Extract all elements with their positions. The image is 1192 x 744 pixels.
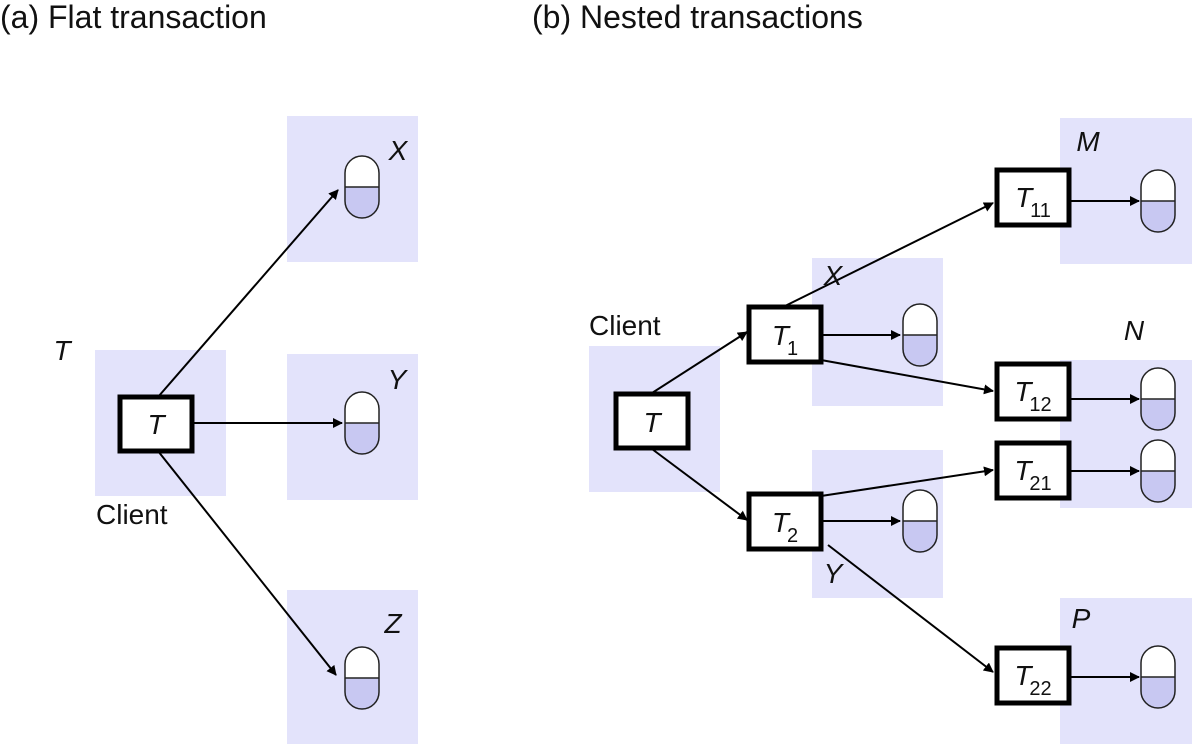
subtransaction-t21-box bbox=[994, 440, 1072, 501]
database-icon bbox=[1140, 169, 1176, 233]
flat-arrow-to-z bbox=[157, 450, 337, 676]
database-icon bbox=[1140, 367, 1176, 431]
nested-server-x-label: X bbox=[823, 260, 844, 291]
nested-title: (b) Nested transactions bbox=[532, 0, 863, 35]
database-icon bbox=[902, 303, 938, 367]
subtransaction-t2-box bbox=[746, 491, 824, 552]
subtransaction-t12-box bbox=[994, 361, 1072, 422]
flat-server-x-label: X bbox=[388, 135, 409, 166]
nested-client-label: Client bbox=[589, 310, 661, 341]
arrow-t1-to-t12 bbox=[820, 359, 994, 395]
flat-transaction-box bbox=[117, 394, 195, 454]
flat-client-label: Client bbox=[96, 499, 168, 530]
database-icon bbox=[902, 489, 938, 553]
arrow-t-to-t1 bbox=[651, 331, 748, 394]
subtransaction-t22-label: T22 bbox=[1014, 660, 1051, 700]
arrow-t-to-t2 bbox=[651, 448, 748, 521]
arrow-t2-to-t22 bbox=[827, 544, 994, 673]
database-icon bbox=[1140, 439, 1176, 503]
flat-server-z-label: Z bbox=[383, 608, 402, 639]
flat-title: (a) Flat transaction bbox=[0, 0, 267, 35]
subtransaction-t21-label: T21 bbox=[1014, 455, 1051, 495]
database-icon bbox=[1140, 645, 1176, 709]
subtransaction-t1-label: T1 bbox=[772, 320, 798, 360]
database-icon bbox=[344, 155, 380, 219]
nested-server-p-label: P bbox=[1072, 603, 1091, 634]
subtransaction-t11-box bbox=[994, 167, 1072, 228]
nested-top-transaction-label: T bbox=[643, 407, 662, 438]
arrow-t2-to-t21 bbox=[820, 466, 994, 497]
subtransaction-t2-label: T2 bbox=[772, 507, 798, 547]
subtransaction-t12-label: T12 bbox=[1014, 376, 1051, 416]
nested-server-m-label: M bbox=[1076, 126, 1100, 157]
flat-server-y-label: Y bbox=[388, 364, 409, 395]
nested-top-transaction-box bbox=[613, 391, 691, 451]
flat-outer-label: T bbox=[53, 335, 72, 366]
database-icon bbox=[344, 391, 380, 455]
flat-transaction-label: T bbox=[147, 409, 166, 440]
subtransaction-t22-box bbox=[994, 645, 1072, 706]
nested-server-n-label: N bbox=[1124, 315, 1145, 346]
database-icon bbox=[344, 646, 380, 710]
arrow-t1-to-t11 bbox=[782, 202, 994, 308]
subtransaction-t1-box bbox=[746, 304, 824, 365]
flat-arrow-to-x bbox=[157, 189, 339, 398]
subtransaction-t11-label: T11 bbox=[1015, 182, 1051, 222]
nested-server-y-label: Y bbox=[824, 558, 845, 589]
